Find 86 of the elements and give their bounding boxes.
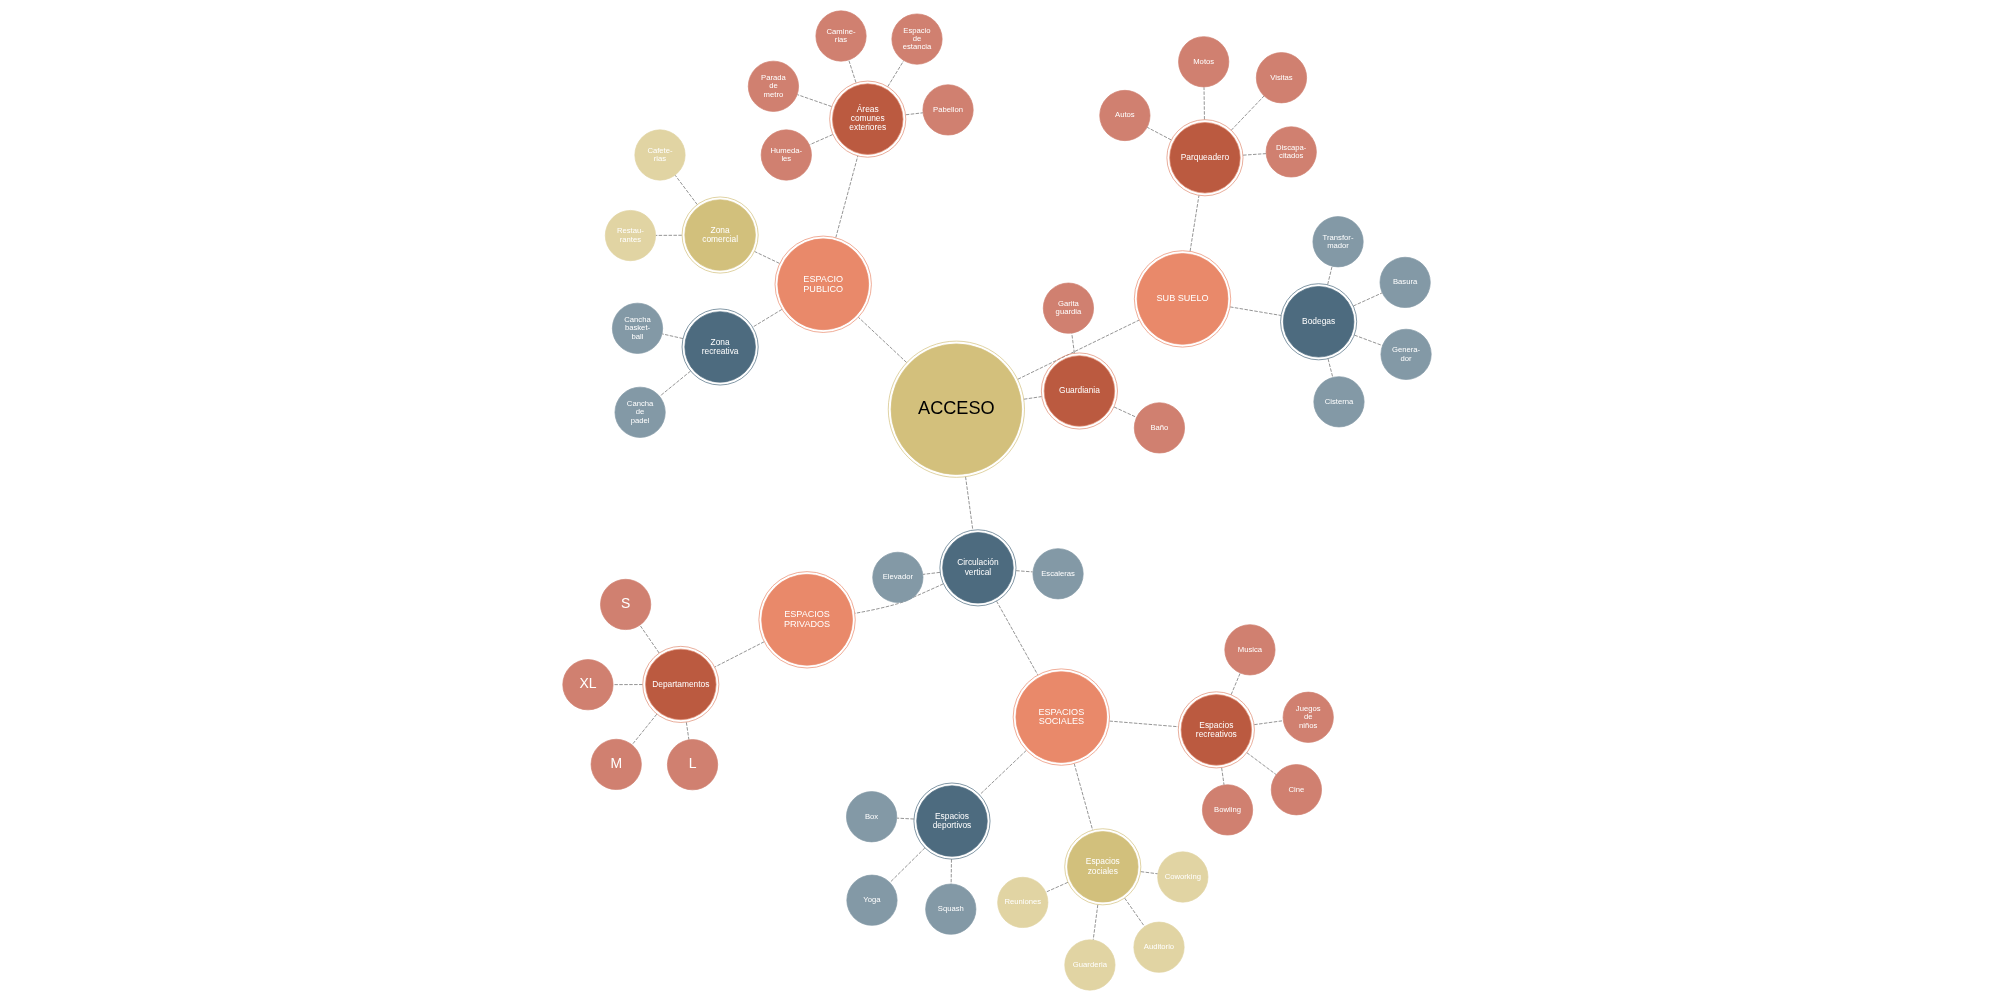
node-circle: Pabellon: [922, 84, 974, 136]
connector: [674, 174, 698, 205]
connector: [854, 583, 944, 614]
node-circle: Baño: [1133, 402, 1185, 454]
connector: [1015, 570, 1033, 573]
node-circle: Camine- rias: [815, 10, 866, 62]
node-circle: Humeda- les: [760, 129, 812, 181]
connector: [834, 155, 858, 238]
connector: [1044, 882, 1068, 893]
connector: [904, 112, 923, 116]
connector: [1073, 763, 1093, 831]
node-circle: XL: [561, 659, 613, 711]
connector: [1092, 904, 1098, 941]
connector: [685, 721, 689, 741]
connector: [1242, 153, 1266, 156]
node-circle: Transfor- mador: [1312, 216, 1364, 268]
connector: [889, 847, 925, 883]
connector: [808, 134, 833, 146]
connector: [631, 713, 657, 746]
node-circle: Cancha basket- ball: [611, 302, 663, 354]
connector: [1246, 752, 1276, 775]
node-circle: Box: [845, 791, 897, 843]
node-circle: Discapa- citados: [1265, 126, 1317, 178]
connector: [964, 476, 973, 531]
node-circle: Escaleras: [1032, 548, 1084, 600]
connector: [1230, 95, 1264, 131]
connector: [1139, 871, 1158, 875]
connector: [661, 333, 683, 339]
node-circle: Cancha de padel: [614, 386, 666, 438]
connector: [1023, 396, 1042, 400]
node-circle: Auditorio: [1133, 921, 1184, 973]
connector: [1253, 720, 1284, 725]
connector: [658, 370, 691, 397]
node-circle: Elevador: [871, 551, 923, 603]
connector: [1230, 672, 1240, 696]
connector: [1108, 720, 1179, 728]
node-circle: Cisterna: [1313, 376, 1364, 428]
node-circle: Visitas: [1255, 52, 1307, 104]
connector: [752, 309, 782, 328]
connector: [1113, 406, 1137, 418]
connector: [796, 94, 832, 107]
node-circle: L: [666, 739, 718, 791]
connector: [1123, 897, 1145, 927]
connector: [1017, 319, 1139, 380]
connector: [1326, 265, 1332, 285]
node-circle: Parada de metro: [747, 60, 799, 112]
node-circle: Squash: [924, 883, 976, 935]
connector: [654, 234, 682, 236]
node-circle: Genera- dor: [1380, 328, 1432, 380]
connector: [1220, 767, 1224, 786]
node-circle: Restau- rantes: [604, 210, 656, 262]
connector: [1352, 292, 1382, 307]
connector: [714, 641, 764, 668]
connector: [886, 60, 904, 87]
connector: [1353, 334, 1383, 346]
connector: [1203, 86, 1205, 120]
node-circle: Cafete- rias: [634, 129, 685, 181]
connector: [1327, 358, 1333, 378]
node-circle: Coworking: [1156, 851, 1208, 903]
connector: [847, 59, 856, 84]
connector: [857, 316, 907, 363]
node-circle: Basura: [1379, 256, 1431, 308]
connector: [950, 858, 952, 885]
node-circle: Guarderia: [1063, 939, 1115, 991]
connector: [978, 750, 1026, 796]
node-circle: Espacio de estancia: [891, 13, 942, 65]
node-circle: Cine: [1270, 764, 1322, 816]
connector: [1146, 126, 1172, 141]
node-circle: Yoga: [845, 874, 897, 926]
connector: [753, 251, 780, 264]
connector: [1229, 306, 1281, 316]
node-circle: Bowling: [1201, 784, 1253, 836]
connector: [922, 572, 940, 575]
connector: [995, 600, 1038, 676]
connector: [1189, 195, 1199, 252]
node-circle: Garita guardia: [1042, 282, 1094, 334]
node-circle: S: [599, 578, 651, 630]
connector: [896, 817, 914, 820]
node-circle: Musica: [1223, 624, 1275, 676]
node-circle: Motos: [1177, 36, 1229, 88]
node-circle: Juegos de niños: [1282, 691, 1334, 743]
node-circle: Autos: [1098, 90, 1150, 141]
node-circle: Reuniones: [996, 876, 1048, 928]
connector: [1070, 332, 1075, 354]
node-circle: M: [590, 738, 642, 790]
connector: [639, 624, 659, 654]
